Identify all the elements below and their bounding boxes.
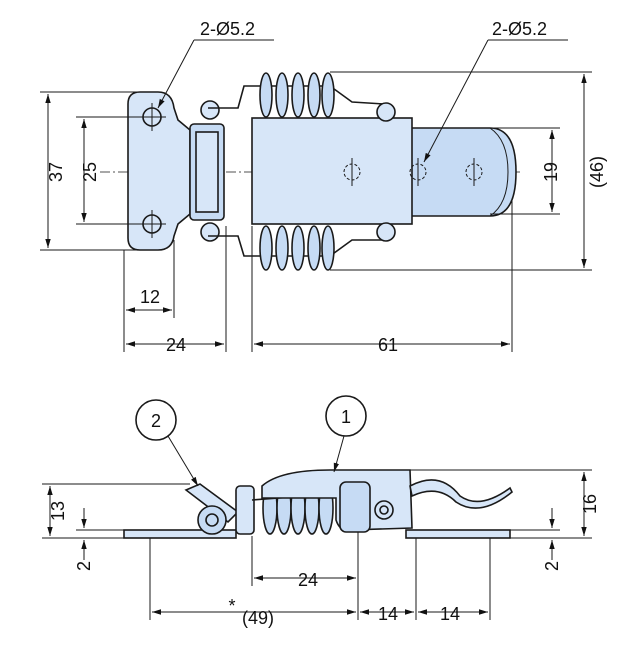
side-rivet <box>374 500 394 520</box>
side-base-plate <box>123 529 237 539</box>
dim-2-right-label: 2 <box>542 561 562 571</box>
dim-24-top-label: 24 <box>166 335 186 355</box>
body-rivet-top <box>376 102 396 122</box>
dim-46-label: (46) <box>587 156 607 188</box>
spring-bottom <box>259 225 335 271</box>
lever-pivot <box>197 505 227 535</box>
callout-2-leader <box>167 435 199 487</box>
hinge-side <box>235 485 255 535</box>
dim-37-label: 37 <box>46 162 66 182</box>
latch-body <box>251 117 413 225</box>
dim-25-label: 25 <box>80 162 100 182</box>
dim-49-star: * <box>228 596 235 616</box>
dim-14b-label: 14 <box>440 604 460 624</box>
dim-24-bottom-label: 24 <box>298 570 318 590</box>
top-view: 2-Ø5.2 2-Ø5.2 37 25 19 (46) 12 <box>40 19 607 355</box>
dim-49-label: (49) <box>242 608 274 628</box>
pivot-pin-top <box>200 100 220 120</box>
dim-19-label: 19 <box>541 162 561 182</box>
callout-1-circle <box>325 395 367 437</box>
base-plate <box>127 91 191 251</box>
callout-2-circle <box>135 399 177 441</box>
dim-16-label: 16 <box>580 494 600 514</box>
dim-61-label: 61 <box>378 335 398 355</box>
pivot-pin-bottom <box>200 222 220 242</box>
side-catch-plate <box>405 529 511 539</box>
catch-hook <box>409 479 514 509</box>
dim-14a-label: 14 <box>378 604 398 624</box>
hole-right-leader <box>423 39 489 163</box>
callout-2-label: 2 <box>151 411 161 431</box>
catch-plate <box>409 127 517 217</box>
hole-left-leader <box>157 39 195 109</box>
callout-1-label: 1 <box>341 407 351 427</box>
body-rivet-bottom <box>376 222 396 242</box>
hinge-pin-block <box>195 131 219 213</box>
dim-12-label: 12 <box>140 287 160 307</box>
callout-1-leader <box>333 435 345 473</box>
side-view: 2 1 13 2 16 2 24 <box>42 395 600 628</box>
spring-top <box>259 72 335 118</box>
dim-2-left-label: 2 <box>74 561 94 571</box>
hole-left-label: 2-Ø5.2 <box>200 19 255 39</box>
side-hook <box>339 481 371 533</box>
hole-right-label: 2-Ø5.2 <box>492 19 547 39</box>
side-latch-body <box>261 469 413 532</box>
dim-13-label: 13 <box>48 501 68 521</box>
